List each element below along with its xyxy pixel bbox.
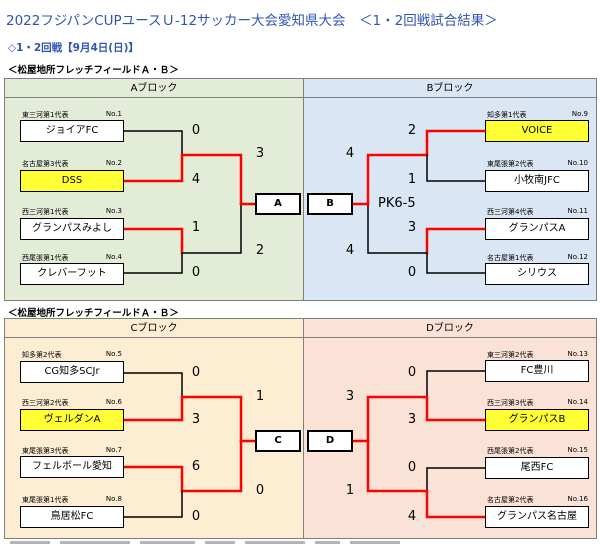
block-b-header: Bブロック (304, 79, 596, 98)
team-number: No.16 (567, 495, 588, 503)
team-number: No.4 (105, 253, 122, 261)
team-rank-label: 東三河第1代表 (22, 111, 69, 119)
score-1st-round: 3 (191, 412, 201, 427)
block-d-header: Dブロック (304, 319, 596, 338)
team-name-box: クレバーフット (20, 263, 124, 285)
team-number: No.13 (567, 350, 588, 358)
team-number: No.6 (105, 398, 122, 406)
team-name-box-winner: ヴェルダンA (20, 409, 124, 431)
team-number: No.8 (105, 495, 122, 503)
team-number: No.10 (567, 159, 588, 167)
score-1st-round: 3 (407, 220, 417, 235)
team-name-box-winner: DSS (20, 170, 124, 192)
block-b-semi-score-top: 4 (345, 146, 355, 161)
team-rank-label: 知多第2代表 (22, 351, 62, 359)
score-1st-round: 0 (191, 123, 201, 138)
block-c-semi-score-bottom: 0 (255, 483, 265, 498)
team-rank-label: 東尾張第3代表 (22, 447, 69, 455)
block-c-final-box: C (255, 430, 301, 452)
team-name-box: グランパスA (485, 218, 589, 240)
team-rank-label: 知多第1代表 (487, 111, 527, 119)
block-a-final-box: A (255, 193, 301, 215)
team-name-box: 小牧南JFC (485, 170, 589, 192)
block-b-semi-score-bottom: 4 (345, 243, 355, 258)
block-c-header: Cブロック (5, 319, 303, 338)
team-name-box-winner: グランパスB (485, 409, 589, 431)
score-1st-round: 0 (407, 265, 417, 280)
team-number: No.9 (571, 110, 588, 118)
team-name-box: 鳥居松FC (20, 506, 124, 528)
block-b-final-box: B (307, 193, 353, 215)
team-name-box: グランパス名古屋 (485, 506, 589, 528)
team-name-box: ジョイアFC (20, 120, 124, 142)
team-name-box-winner: VOICE (485, 120, 589, 142)
team-rank-label: 西三河第4代表 (487, 208, 534, 216)
score-1st-round: 0 (407, 365, 417, 380)
team-name-box: シリウス (485, 263, 589, 285)
block-b-pk-result: PK6-5 (378, 196, 416, 211)
venue-heading-bottom: ＜松屋地所フレッチフィールドＡ・Ｂ＞ (8, 308, 179, 319)
team-number: No.12 (567, 253, 588, 261)
block-d-semi-score-bottom: 1 (345, 483, 355, 498)
team-rank-label: 西三河第1代表 (22, 208, 69, 216)
team-rank-label: 西尾張第1代表 (22, 254, 69, 262)
block-d-final-box: D (307, 430, 353, 452)
team-number: No.7 (105, 446, 122, 454)
score-1st-round: 0 (191, 509, 201, 524)
team-rank-label: 西尾張第2代表 (487, 447, 534, 455)
team-number: No.14 (567, 398, 588, 406)
team-name-box: 尾西FC (485, 457, 589, 479)
team-name-box: FC豊川 (485, 360, 589, 382)
team-name-box: グランパスみよし (20, 218, 124, 240)
score-1st-round: 0 (191, 265, 201, 280)
team-number: No.15 (567, 446, 588, 454)
team-number: No.5 (105, 350, 122, 358)
team-rank-label: 東三河第2代表 (487, 351, 534, 359)
block-c-semi-score-top: 1 (255, 389, 265, 404)
score-1st-round: 6 (191, 459, 201, 474)
team-rank-label: 東尾張第2代表 (487, 160, 534, 168)
block-d-semi-score-top: 3 (345, 389, 355, 404)
team-number: No.3 (105, 207, 122, 215)
score-1st-round: 1 (407, 172, 417, 187)
team-number: No.2 (105, 159, 122, 167)
block-a-header: Aブロック (5, 79, 303, 98)
team-rank-label: 西三河第3代表 (487, 399, 534, 407)
score-1st-round: 0 (407, 460, 417, 475)
block-a-semi-score-bottom: 2 (255, 243, 265, 258)
cutoff-text-row (10, 541, 590, 547)
score-1st-round: 0 (191, 365, 201, 380)
team-rank-label: 西三河第2代表 (22, 399, 69, 407)
score-1st-round: 4 (407, 509, 417, 524)
score-1st-round: 2 (407, 123, 417, 138)
team-number: No.1 (105, 110, 122, 118)
team-rank-label: 東尾張第1代表 (22, 496, 69, 504)
team-rank-label: 名古屋第2代表 (487, 496, 534, 504)
score-1st-round: 4 (191, 172, 201, 187)
score-1st-round: 3 (407, 412, 417, 427)
score-1st-round: 1 (191, 220, 201, 235)
team-name-box: CG知多SCJr (20, 361, 124, 383)
page-title: 2022フジパンCUPユースＵ-12サッカー大会愛知県大会 ＜1・2回戦試合結果… (6, 13, 498, 29)
team-rank-label: 名古屋第1代表 (487, 254, 534, 262)
team-rank-label: 名古屋第3代表 (22, 160, 69, 168)
round-date-heading: ◇1・2回戦【9月4日(日)】 (8, 42, 139, 54)
team-name-box: フェルボール愛知 (20, 456, 124, 478)
venue-heading-top: ＜松屋地所フレッチフィールドＡ・Ｂ＞ (8, 65, 179, 76)
block-a-semi-score-top: 3 (255, 146, 265, 161)
team-number: No.11 (567, 207, 588, 215)
